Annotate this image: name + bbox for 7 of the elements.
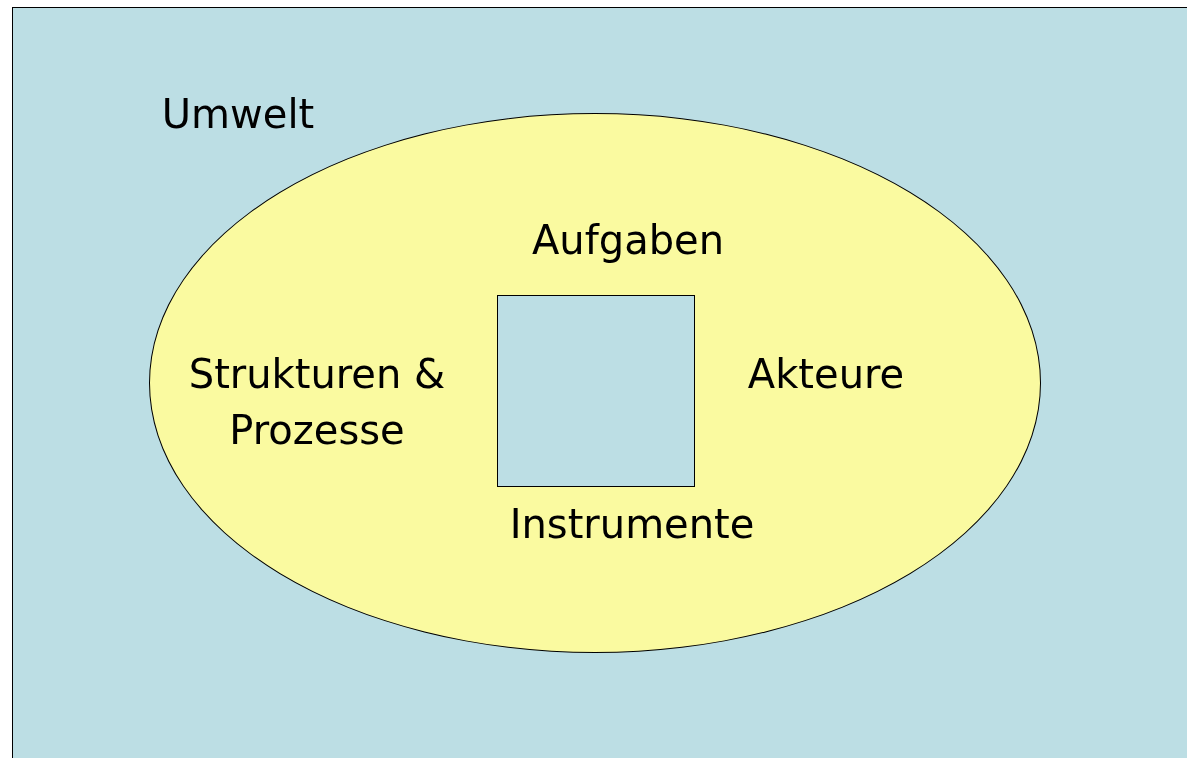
node-label: Akteure — [746, 350, 906, 399]
node-label: Instrumente — [508, 500, 756, 549]
core-square — [497, 295, 695, 487]
node-label: Aufgaben — [530, 216, 726, 265]
node-label: Umwelt — [160, 90, 316, 139]
environment-area — [12, 7, 1187, 758]
node-label: Strukturen & Prozesse — [187, 350, 447, 455]
